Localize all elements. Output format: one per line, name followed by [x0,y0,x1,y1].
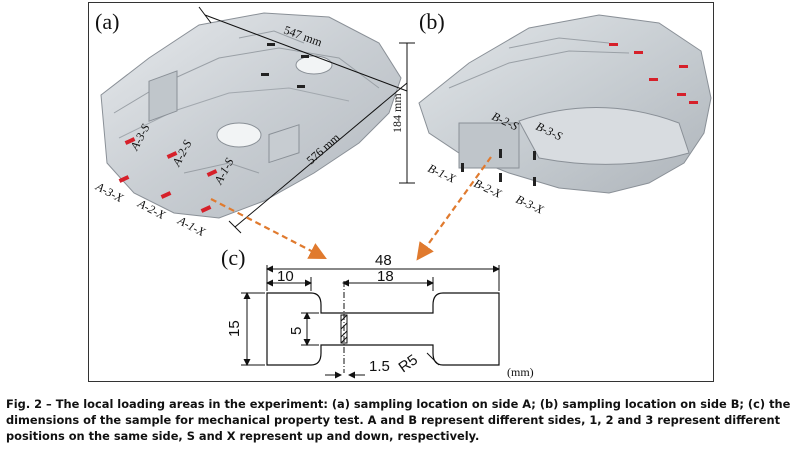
dim-line-width [204,14,408,92]
dim-thickness: 1.5 [369,358,390,375]
caption-figure-number: Fig. 2 [6,397,43,411]
casting-side-a [100,12,402,219]
arrow-side-b-to-specimen [416,156,492,261]
side-a-top-marks [261,43,309,88]
arrow-side-a-to-specimen [210,198,327,260]
figure-illustration: 547 mm 576 mm 184 mm A-3-S A-2-S A-1-S A… [93,6,712,379]
dim-gauge-length: 18 [377,268,394,285]
dim-width: 15 [226,320,243,337]
dim-height-text: 184 mm [390,93,404,133]
dim-gauge-width: 5 [288,327,305,335]
label-b-1-x: B-1-X [426,161,458,186]
side-b-dark-marks [461,149,536,186]
dim-line-length [234,82,408,228]
panel-label-c: (c) [221,245,246,270]
dim-radius: R5 [396,351,421,376]
side-b-red-marks [609,43,698,104]
panel-label-a: (a) [95,9,120,34]
label-a-3-x: A-3-X [93,179,126,206]
label-a-1-x: A-1-X [175,213,208,240]
side-a-red-marks [118,137,218,213]
dim-grip-length: 10 [277,268,294,285]
caption-dash: – [42,397,56,411]
figure-caption: Fig. 2 – The local loading areas in the … [6,396,798,444]
dim-total-length: 48 [375,252,392,269]
caption-text: The local loading areas in the experimen… [6,397,791,443]
casting-side-b [418,14,712,194]
panel-label-b: (b) [419,9,445,34]
unit-label: (mm) [507,365,534,379]
label-b-3-x: B-3-X [514,192,546,217]
specimen-drawing [241,265,500,379]
figure-frame: 547 mm 576 mm 184 mm A-3-S A-2-S A-1-S A… [88,2,714,382]
